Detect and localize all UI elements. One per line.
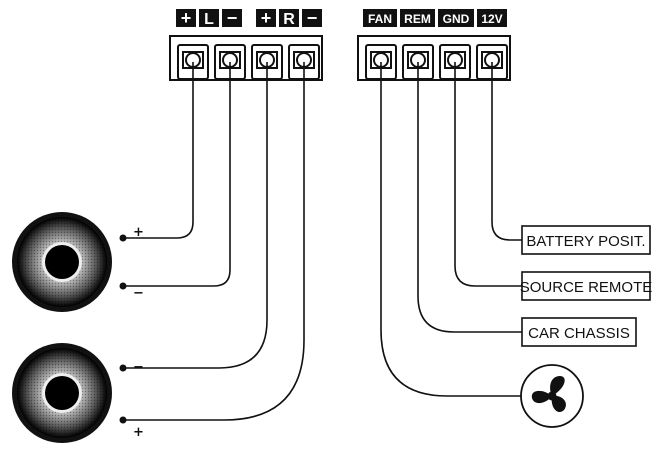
speaker-wires [123, 62, 305, 421]
source-remote-box [521, 271, 651, 301]
wire-right-minus [123, 62, 268, 369]
right-plus-label-box [256, 9, 276, 27]
fan-label-box [363, 9, 397, 27]
wire-left-minus [123, 62, 231, 287]
speaker-top-minus-terminal [119, 282, 127, 290]
right-channel-label-box [279, 9, 299, 27]
wire-left-plus [123, 62, 194, 239]
right-plus-label: + [261, 8, 272, 28]
connection-boxes: BATTERY POSIT. SOURCE REMOTE CAR CHASSIS [520, 225, 653, 347]
gnd-label-box [438, 9, 474, 27]
power-wires [380, 62, 522, 397]
right-minus-label: − [307, 8, 318, 28]
left-plus-label: + [181, 8, 192, 28]
speaker-bottom-plus-sign: + [133, 425, 144, 440]
speaker-terminal-block [169, 35, 323, 81]
left-channel-label: L [204, 11, 214, 28]
speaker-bottom-plus-terminal [119, 416, 127, 424]
right-channel-label: R [283, 11, 295, 28]
fan-icon [520, 364, 584, 428]
source-remote-label: SOURCE REMOTE [520, 279, 653, 296]
wire-right-plus [123, 62, 305, 421]
rem-label: REM [404, 12, 431, 26]
left-channel-label-box [199, 9, 219, 27]
right-minus-label-box [302, 9, 322, 27]
speaker-bottom-minus-terminal [119, 364, 127, 372]
speaker-top: + − [12, 212, 144, 312]
power-terminal-labels: FAN REM GND 12V [363, 9, 507, 27]
wire-fan [380, 62, 522, 397]
battery-box [521, 225, 651, 255]
speaker-terminal-labels: + L − + R − [176, 8, 322, 28]
rem-label-box [400, 9, 435, 27]
power-terminal-block [357, 35, 511, 81]
speaker-top-plus-sign: + [133, 225, 144, 240]
speaker-bottom-minus-sign: − [133, 360, 144, 375]
battery-label: BATTERY POSIT. [526, 233, 645, 250]
car-chassis-box [521, 317, 637, 347]
gnd-label: GND [443, 12, 470, 26]
speaker-top-plus-terminal [119, 234, 127, 242]
12v-label: 12V [481, 12, 502, 26]
wire-rem [417, 62, 522, 333]
fan-label: FAN [368, 12, 392, 26]
wire-12v [491, 62, 522, 241]
left-minus-label-box [222, 9, 242, 27]
left-plus-label-box [176, 9, 196, 27]
12v-label-box [477, 9, 507, 27]
speaker-top-minus-sign: − [133, 286, 144, 301]
car-chassis-label: CAR CHASSIS [528, 325, 630, 342]
wire-gnd [454, 62, 522, 287]
speaker-bottom: − + [12, 343, 144, 443]
left-minus-label: − [227, 8, 238, 28]
